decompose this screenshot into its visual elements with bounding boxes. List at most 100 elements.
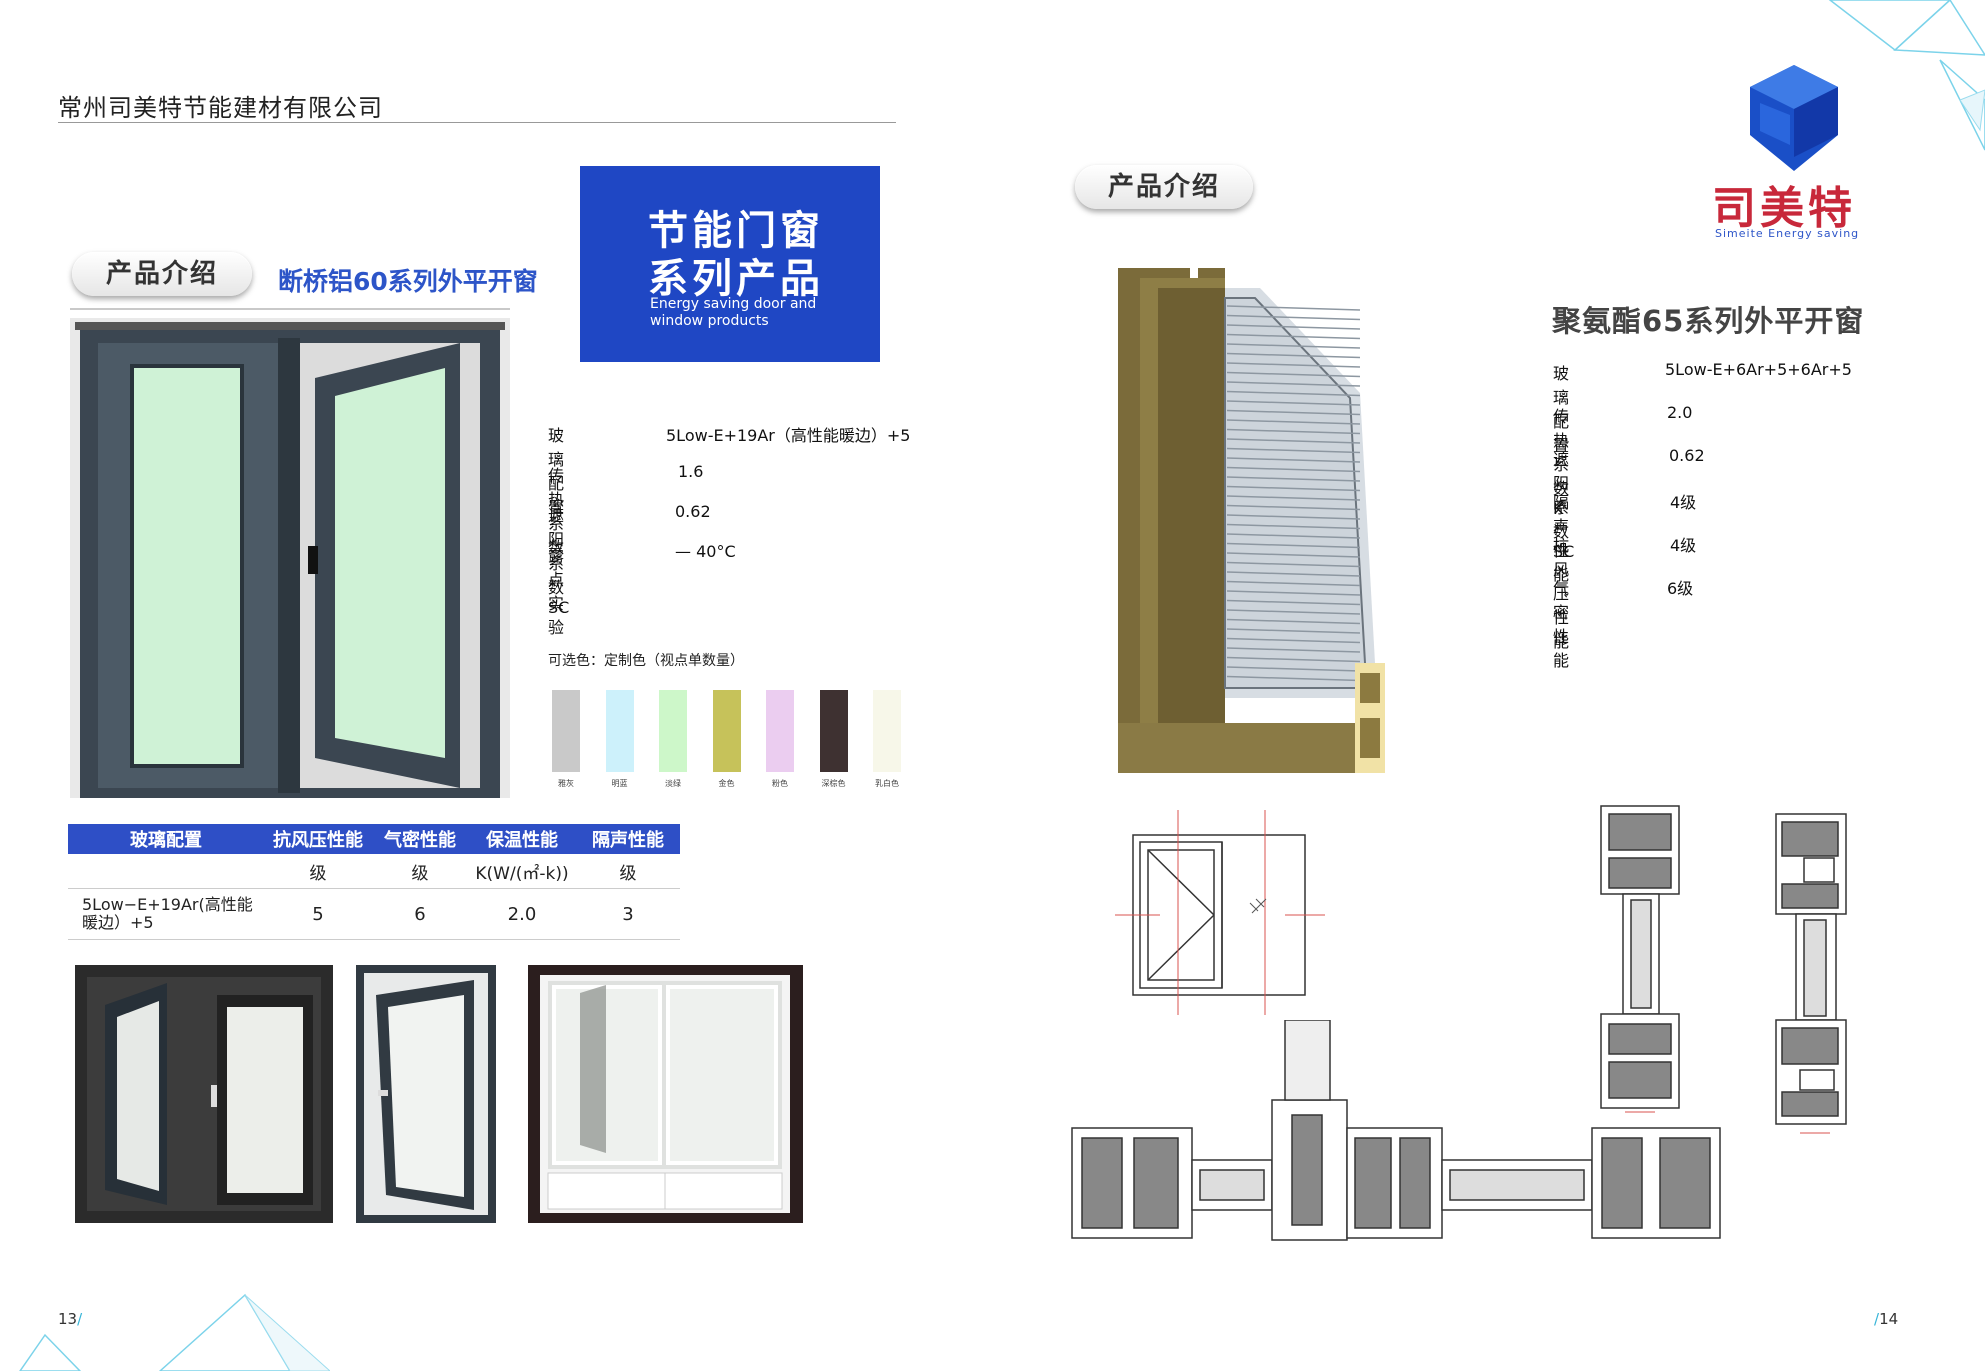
color-swatch [712,690,741,772]
table-cell: K(W/(㎡-k)) [468,854,576,889]
spec-label: 遮阳系数SC [1553,450,1575,561]
spec-value: 5Low-E+19Ar（高性能暖边）+5 [666,426,911,445]
banner-english: Energy saving door and window products [650,296,817,329]
spec-label: 玻璃配置 [1553,364,1570,455]
section-drawing-2-2 [1600,805,1680,1113]
table-cell [68,854,264,889]
spec-label: 抗风压性能 [1553,536,1570,651]
louver-blade [1226,523,1361,530]
spec-label: 遮阳系数SC [548,506,570,617]
spec-value: 4级 [1670,536,1697,555]
color-swatch [605,690,634,772]
page-number: 14 [1879,1310,1899,1328]
table-row: 5Low−E+19Ar(高性能暖边）+5 5 6 2.0 3 [68,888,680,940]
section-underline-left [70,308,510,310]
louver-blade [1226,561,1361,568]
table-cell: 3 [576,888,680,940]
louver-blade [1226,609,1361,615]
louver-blade [1226,362,1361,368]
table-cell: 级 [576,854,680,889]
louver-blade [1226,476,1361,482]
spec-label: 传热系数 [548,466,565,557]
section-drawing-3-3 [1071,1020,1721,1241]
louver-blade [1226,637,1361,644]
banner-line-2: 系列产品 [648,256,824,302]
company-name: 常州司美特节能建材有限公司 [58,94,383,122]
louver-blade [1226,580,1361,587]
spec-value: 2.0 [1667,403,1693,422]
color-swatch-label: 明蓝 [611,779,628,788]
table-header-row: 玻璃配置 抗风压性能 气密性能 保温性能 隔声性能 [68,824,680,854]
louver-blade [1226,409,1361,416]
louver-blade [1226,343,1361,349]
section-drawing-1-1 [1775,813,1847,1134]
louver-blade [1226,457,1361,463]
louver-blade [1226,400,1361,406]
spec-value: 1.6 [678,462,704,481]
spec-label: 玻璃配置 [548,426,565,517]
page-number-left: 13/ [58,1310,83,1328]
spec-label: 传热系数K [1553,407,1570,518]
spec-value: — 40°C [675,542,736,561]
table-cell: 2.0 [468,888,576,940]
window-photo-2 [356,965,496,1223]
louver-blade [1226,419,1361,425]
louver-blade [1226,485,1361,492]
louver-blade [1226,590,1361,596]
color-swatch [659,690,687,772]
louver-blade [1226,352,1361,359]
header-divider [58,122,896,123]
color-swatch-label: 金色 [718,779,735,788]
louver-blade [1226,333,1361,340]
louver-blade [1226,428,1361,435]
louver-blade [1226,666,1361,672]
louver-blade [1226,305,1361,311]
louver-blade [1226,599,1361,606]
energy-saving-banner: 节能门窗 系列产品 Energy saving door and window … [580,166,880,362]
decorative-triangles-bottom-left [19,1293,330,1371]
table-cell: 6 [372,888,468,940]
louver-blade [1226,533,1361,539]
series-title-right: 聚氨酯65系列外平开窗 [1552,304,1865,338]
louver-blade [1226,495,1361,501]
window-profile-corner-photo [1118,268,1385,773]
window-elevation-diagram [1115,810,1325,1015]
louver-blade [1226,466,1361,473]
louver-blade [1226,647,1361,653]
louver-blade [1226,628,1361,634]
page-number: 13 [58,1310,78,1328]
color-options-title: 可选色：定制色（视点单数量） [548,653,744,669]
section-title-pill-left: 产品介绍 [72,252,252,296]
banner-line-1: 节能门窗 [648,208,824,254]
section-title-pill-right: 产品介绍 [1075,165,1253,209]
table-header: 气密性能 [372,824,468,854]
louver-blade [1226,381,1361,387]
specs-right: 玻璃配置 5Low-E+6Ar+5+6Ar+5 传热系数K 2.0 遮阳系数SC… [1553,360,1953,670]
color-swatch-label: 淡绿 [665,779,681,788]
louver-blade [1226,675,1361,682]
table-cell: 5Low−E+19Ar(高性能暖边）+5 [68,888,264,940]
brand-name-cn: 司美特 [1712,183,1856,234]
casement-window-photo [70,318,510,798]
table-cell: 级 [264,854,372,889]
table-units-row: 级 级 K(W/(㎡-k)) 级 [68,854,680,889]
louver-blade [1226,447,1361,454]
table-header: 抗风压性能 [264,824,372,854]
louver-blade [1226,324,1361,330]
window-photo-1 [75,965,333,1223]
series-title-left: 断桥铝60系列外平开窗 [278,267,538,296]
spec-value: 0.62 [1669,446,1705,465]
louver-blade [1226,314,1361,321]
louver-blade [1226,514,1361,520]
spec-value: 0.62 [675,502,711,521]
louver-blade [1226,618,1361,625]
louver-blades [1226,305,1361,682]
performance-table: 玻璃配置 抗风压性能 气密性能 保温性能 隔声性能 级 级 K(W/(㎡-k))… [68,824,680,940]
spec-value: 6级 [1667,579,1694,598]
decorative-triangles-top-right [1828,0,1985,151]
louver-blade [1226,371,1361,378]
spec-label: 露点实验 [548,546,565,637]
louver-blade [1226,542,1361,549]
table-header: 隔声性能 [576,824,680,854]
spec-value: 4级 [1670,493,1697,512]
